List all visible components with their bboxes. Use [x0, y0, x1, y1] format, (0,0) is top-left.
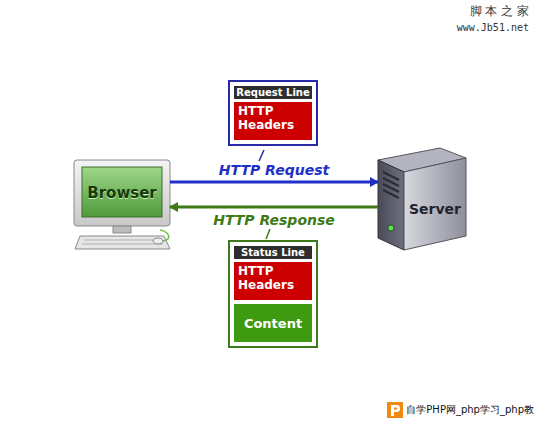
watermark-title: 脚 本 之 家: [470, 4, 529, 18]
watermark-site: 自学PHP网_php学习_php教: [406, 403, 534, 417]
browser-label: Browser: [87, 184, 157, 202]
server-icon: [378, 148, 466, 250]
content-band: Content: [234, 304, 312, 342]
status-line-band: Status Line: [234, 246, 312, 259]
edge-label: HTTP Response: [211, 212, 337, 228]
request-arrow: [170, 181, 378, 184]
request-message: Request LineHTTP Headers: [228, 80, 318, 146]
watermark-title-wrap: 脚 本 之 家: [470, 3, 529, 20]
browser-screen: Browser: [74, 160, 170, 226]
watermark-site-wrap: 自学PHP网_php学习_php教: [387, 402, 534, 418]
computer-icon: [74, 160, 170, 249]
response-message: Status LineHTTP HeadersContent: [228, 240, 318, 348]
server-label: Server: [409, 201, 461, 217]
headers-band: HTTP Headers: [234, 262, 312, 300]
server-tower: Server: [378, 148, 466, 250]
headers-band: HTTP Headers: [234, 102, 312, 140]
site-icon: [387, 402, 403, 418]
edge-label: HTTP Request: [217, 162, 331, 178]
leader-line: [266, 229, 270, 239]
request-line-band: Request Line: [234, 86, 312, 99]
watermark-url: www.Jb51.net: [457, 22, 529, 33]
watermark-url-wrap: www.Jb51.net: [457, 22, 529, 33]
leader-line: [259, 150, 264, 161]
response-arrow: [170, 206, 378, 209]
